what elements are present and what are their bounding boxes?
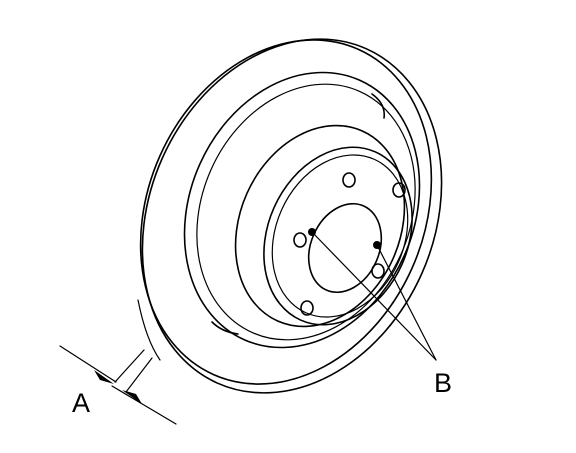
dimension-extension-line bbox=[125, 357, 153, 393]
rotor-edge-thickness-line bbox=[137, 299, 161, 361]
stud-hole bbox=[371, 263, 385, 279]
hat-outer-ring bbox=[234, 124, 406, 328]
hat-wall-shading-lower bbox=[211, 321, 239, 335]
dimension-arrow-right bbox=[122, 390, 142, 404]
hub-face-inner bbox=[271, 154, 409, 318]
leader-line-b bbox=[311, 231, 437, 361]
dimension-extension-line bbox=[114, 349, 145, 383]
hub-face bbox=[263, 146, 413, 326]
callout-label-a: A bbox=[72, 388, 90, 418]
rotor-outer-edge-rear bbox=[139, 39, 433, 385]
callout-label-b: B bbox=[434, 368, 452, 398]
rotor-outer-edge-front bbox=[141, 38, 443, 394]
stud-hole bbox=[342, 172, 356, 188]
leader-line-b bbox=[376, 244, 437, 361]
stud-hole bbox=[392, 182, 406, 198]
stud-hole bbox=[300, 300, 314, 316]
dimension-extension-line bbox=[111, 385, 177, 425]
rotor-inner-friction-edge bbox=[183, 71, 421, 349]
center-bore bbox=[307, 202, 383, 294]
hat-wall-shading bbox=[371, 93, 386, 119]
dimension-extension-line bbox=[59, 345, 117, 383]
stud-hole bbox=[293, 232, 307, 248]
dimension-arrow-left bbox=[94, 370, 114, 384]
